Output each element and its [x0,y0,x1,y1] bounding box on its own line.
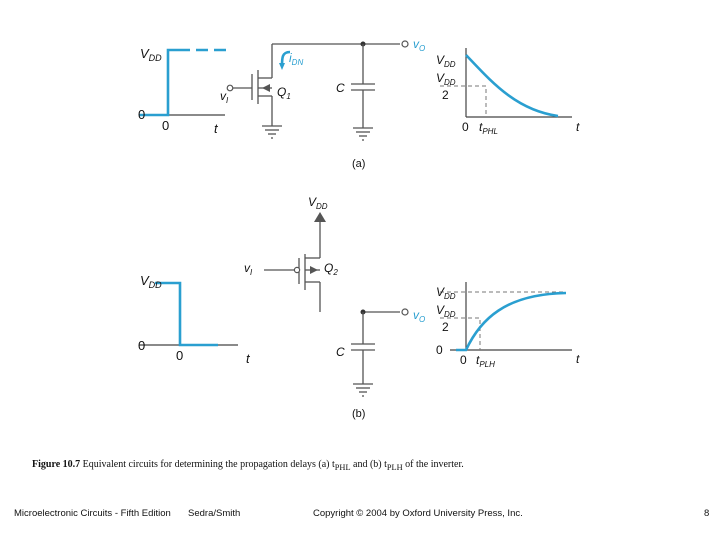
vdd-arrow [314,212,326,222]
input-terminal [226,84,234,92]
gate-bubble [293,266,301,274]
caption-sub-plh: PLH [386,463,403,472]
circuit-a: vI Q1 iDN C vO [220,37,425,141]
footer-book-title: Microelectronic Circuits - Fifth Edition [14,508,171,519]
t-label: t [214,121,219,136]
caption-text: Equivalent circuits for determining the … [82,459,335,470]
figure-caption: Figure 10.7 Equivalent circuits for dete… [32,459,464,472]
idn-label: iDN [289,51,303,67]
time-zero-label: 0 [176,348,183,363]
input-waveform-a: VDD 0 0 t [138,46,226,136]
figure: VDD 0 0 t [138,37,580,420]
caption-mid: and (b) t [350,459,387,470]
t-label: t [246,351,251,366]
page-number: 8 [704,508,710,519]
caption-label: Figure 10.7 [32,459,81,470]
input-waveform-b: VDD 0 0 t [138,273,251,366]
q1-label: Q1 [277,85,291,101]
vi-label: vI [244,261,253,277]
time-zero-label: 0 [460,353,467,367]
vi-label: vI [220,89,229,105]
output-waveform-a: VDD VDD 2 0 tPHL t [436,48,580,136]
capacitor-label: C [336,345,345,359]
half-vdd-denominator: 2 [442,320,449,334]
t-label: t [576,352,580,366]
t-label: t [576,120,580,134]
zero-label: 0 [138,338,145,353]
panel-tag: (a) [352,158,365,170]
vdd-supply-label: VDD [308,195,328,211]
output-waveform-b: VDD VDD 2 0 0 tPLH t [436,282,580,369]
capacitor-label: C [336,81,345,95]
caption-end: of the inverter. [402,459,464,470]
caption-sub-phl: PHL [334,463,351,472]
panel-tag: (b) [352,408,365,420]
vo-label: vO [413,308,425,324]
half-vdd-label: VDD [436,71,456,87]
footer-authors: Sedra/Smith [188,508,241,519]
footer: Microelectronic Circuits - Fifth Edition… [0,508,720,522]
footer-copyright: Copyright © 2004 by Oxford University Pr… [313,508,523,519]
circuit-b: VDD vI Q2 C vO [244,195,425,397]
vdd-label: VDD [140,46,162,63]
zero-label: 0 [436,343,443,357]
panel-b: VDD 0 0 t [138,195,580,420]
time-zero-label: 0 [462,120,469,134]
q2-arrow [310,266,318,274]
half-vdd-denominator: 2 [442,88,449,102]
vdd-level-label: VDD [436,285,456,301]
output-terminal [401,40,409,48]
output-terminal [401,308,409,316]
vdd-level-label: VDD [436,53,456,69]
vo-label: vO [413,37,425,53]
half-vdd-label: VDD [436,303,456,319]
vdd-label: VDD [140,273,162,290]
time-zero-label: 0 [162,118,169,133]
panel-a: VDD 0 0 t [138,37,580,170]
zero-label: 0 [138,107,145,122]
tplh-label: tPLH [476,353,495,369]
tphl-label: tPHL [479,120,498,136]
q2-label: Q2 [324,261,338,277]
